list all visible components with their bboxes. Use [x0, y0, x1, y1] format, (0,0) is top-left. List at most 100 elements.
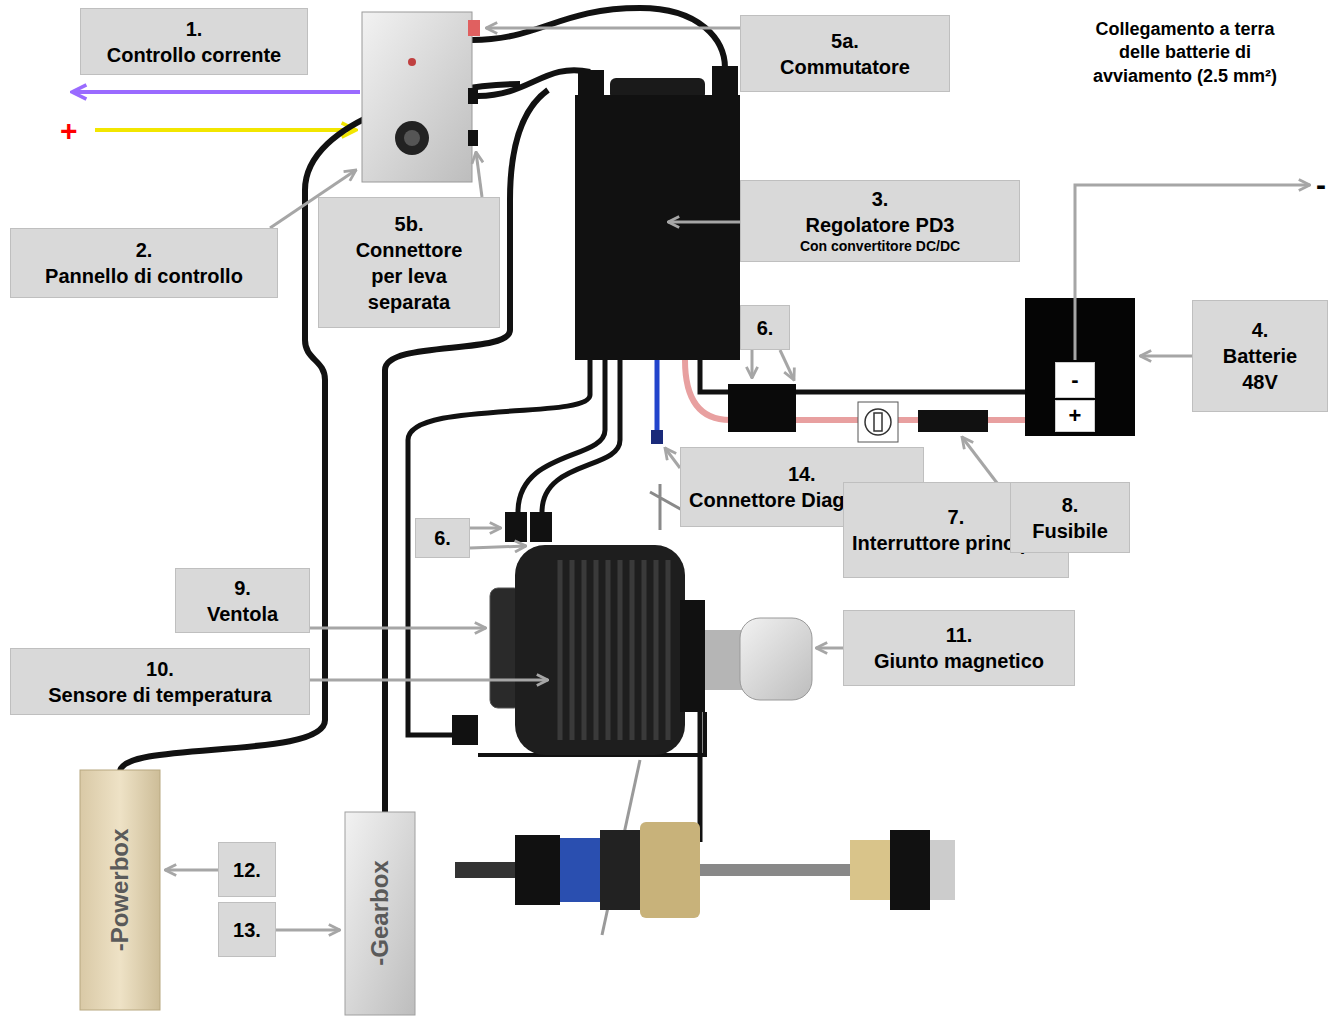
callout-box: 6. [415, 518, 470, 558]
leader-arrow [816, 647, 843, 650]
cable [542, 360, 620, 512]
callout-box: 12. [218, 842, 276, 897]
coupling-hub [705, 630, 745, 690]
callout-text: Pannello di controllo [45, 263, 243, 289]
leader-arrow [1140, 355, 1192, 358]
callout-box: 4.Batterie 48V [1192, 300, 1328, 412]
ground-note: Collegamento a terra delle batterie di a… [1080, 18, 1290, 88]
callout-box: 1.Controllo corrente [80, 8, 308, 75]
powerbox [80, 770, 160, 1010]
shaft-hub [850, 840, 890, 900]
callout-box: 2.Pannello di controllo [10, 228, 278, 298]
motor-body [515, 545, 685, 755]
callout-number: 2. [136, 237, 153, 263]
shaft [700, 864, 850, 876]
callout-number: 4. [1252, 317, 1269, 343]
sensor-connector [452, 715, 478, 745]
leader-arrow [476, 152, 482, 197]
plus-supply-arrow [95, 128, 356, 132]
callout-number: 1. [186, 16, 203, 42]
callout-box: 9.Ventola [175, 568, 310, 633]
cable [472, 8, 725, 68]
main-switch [858, 402, 898, 442]
indicator-led [408, 58, 416, 66]
callout-number: 9. [234, 575, 251, 601]
leader-arrow [668, 221, 740, 224]
leader-arrow [486, 27, 740, 30]
current-control-arrow [72, 90, 360, 94]
diagnostic-cable [655, 360, 660, 432]
callout-text: Fusibile [1032, 518, 1108, 544]
leader-lines [165, 28, 1192, 930]
shaft-end [930, 840, 955, 900]
callout-number: 8. [1062, 492, 1079, 518]
battery-terminal: - [1055, 362, 1095, 398]
callout-number: 6. [757, 315, 774, 341]
regulator-plug [712, 66, 738, 100]
commutator [468, 20, 480, 36]
callout-number: 6. [434, 525, 451, 551]
callout-text: Batterie 48V [1210, 343, 1310, 395]
leader-arrow [310, 679, 548, 682]
diagnostic-plug [651, 430, 663, 444]
callout-text: Connettore per leva separata [347, 237, 472, 315]
leader-arrow [665, 448, 680, 468]
callout-box: 10.Sensore di temperatura [10, 648, 310, 715]
main-switch-lever [874, 413, 882, 431]
main-switch-dial [865, 409, 891, 435]
callout-box: 8.Fusibile [1010, 482, 1130, 553]
callout-text: Giunto magnetico [874, 648, 1044, 674]
callout-box: 5b.Connettore per leva separata [318, 197, 500, 328]
control-panel [362, 12, 472, 182]
motor-connector [505, 512, 527, 542]
callout-box: 6. [740, 305, 790, 350]
shaft-disc [640, 822, 700, 918]
shaft [455, 862, 525, 878]
callout-text: Controllo corrente [107, 42, 281, 68]
leader-arrow [780, 350, 794, 380]
callout-text: Ventola [207, 601, 278, 627]
product-label: -Powerbox [100, 780, 140, 1000]
callout-subtext: Con convertitore DC/DC [800, 238, 960, 256]
shaft-bellows [560, 838, 600, 902]
callout-number: 13. [233, 917, 261, 943]
callout-box: 13. [218, 902, 276, 957]
fuse [918, 410, 988, 432]
callout-number: 5a. [831, 28, 859, 54]
battery [1025, 298, 1135, 436]
callout-number: 14. [788, 461, 816, 487]
terminal-sign: - [1316, 168, 1326, 201]
shaft-block [890, 830, 930, 910]
callout-text: Regolatore PD3 [806, 212, 955, 238]
product-label: -Gearbox [360, 803, 400, 1019]
callout-text: Sensore di temperatura [48, 682, 271, 708]
cable [518, 360, 605, 512]
terminal-sign: + [60, 114, 78, 147]
callout-box: 3.Regolatore PD3Con convertitore DC/DC [740, 180, 1020, 262]
motor-flange [680, 600, 705, 712]
pd3-regulator [575, 95, 740, 360]
control-knob-cap [404, 130, 420, 146]
leader-arrow [751, 350, 754, 378]
motor-connector [530, 512, 552, 542]
cable [698, 712, 703, 842]
battery-terminal: + [1055, 400, 1095, 432]
magnetic-coupling [740, 618, 812, 700]
leader-arrow [470, 546, 526, 548]
leader-arrow [470, 527, 501, 530]
callout-text: Commutatore [780, 54, 910, 80]
leader-arrow [310, 627, 486, 630]
callout-number: 11. [946, 622, 973, 648]
motor-fins [560, 560, 668, 740]
shaft-block [515, 835, 560, 905]
callout-number: 3. [872, 186, 889, 212]
callout-number: 7. [948, 504, 965, 530]
callout-box: 5a.Commutatore [740, 15, 950, 92]
callout-number: 5b. [395, 211, 424, 237]
callout-number: 12. [233, 857, 261, 883]
leader-arrow [165, 869, 218, 872]
callout-number: 10. [146, 656, 174, 682]
callout-box: 11.Giunto magnetico [843, 610, 1075, 686]
